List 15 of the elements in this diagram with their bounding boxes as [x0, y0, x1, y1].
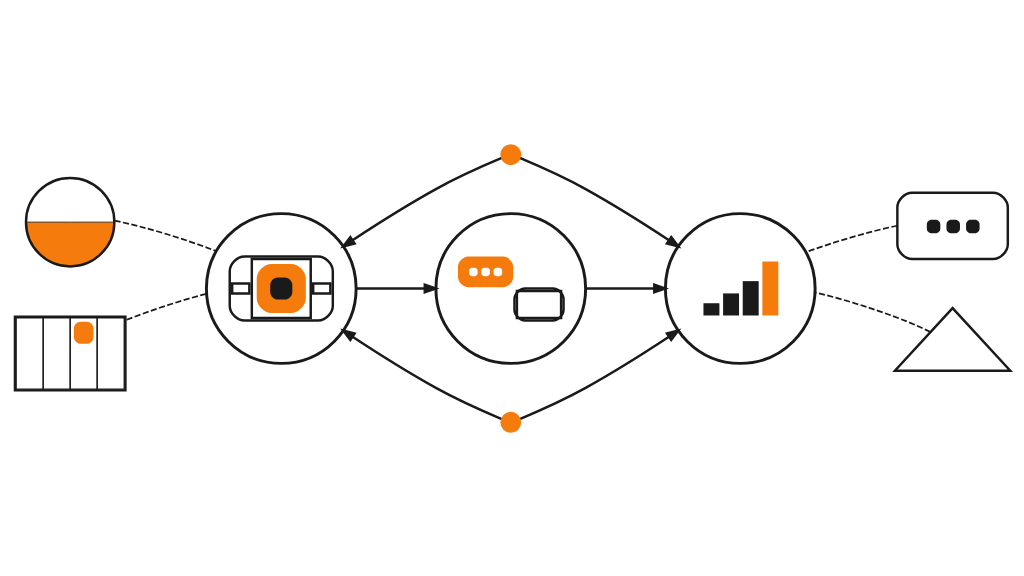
- arrow: [356, 282, 440, 294]
- node-circle: [500, 411, 522, 433]
- node-circle: [500, 143, 522, 165]
- arrow: [519, 156, 682, 248]
- node-picture: [892, 305, 1014, 372]
- node-circle: [434, 211, 588, 365]
- connector: [814, 291, 932, 333]
- connector: [125, 292, 208, 321]
- connector: [113, 219, 218, 252]
- arrow: [340, 156, 502, 248]
- arrow: [519, 328, 682, 420]
- connector: [805, 224, 898, 253]
- arrow: [340, 328, 502, 420]
- arrow: [585, 282, 669, 294]
- node-picture: [896, 191, 1010, 260]
